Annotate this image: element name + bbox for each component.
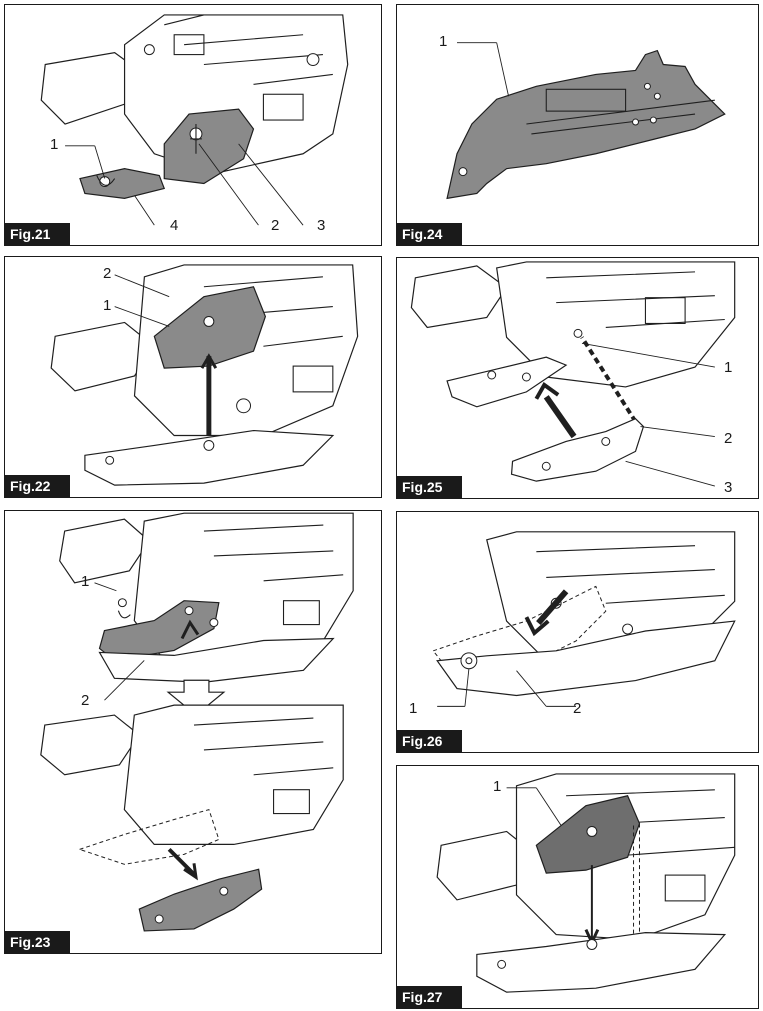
figure-27: 1 Fig.27 (396, 765, 759, 1009)
fig26-callout: 2 (573, 700, 582, 717)
figure-25: 1 2 3 Fig.25 (396, 257, 759, 499)
fig25-callout: 1 (724, 359, 733, 376)
figure-22: 2 1 Fig.22 (4, 256, 382, 498)
fig26-callout: 1 (409, 700, 418, 717)
fig26-label: Fig.26 (397, 730, 463, 752)
fig25-illustration (410, 261, 736, 487)
fig21-callout: 1 (50, 136, 59, 153)
fig24-callout: 1 (439, 33, 448, 50)
fig27-label: Fig.27 (397, 986, 463, 1008)
fig22-label: Fig.22 (5, 475, 71, 497)
fig22-illustration (50, 264, 359, 486)
fig27-illustration (436, 773, 736, 993)
fig23-illustration (40, 512, 354, 932)
fig23-callout: 1 (81, 573, 90, 590)
fig26-illustration (432, 531, 736, 707)
fig23-callout: 2 (81, 692, 90, 709)
figure-21: 1 4 2 3 Fig.21 (4, 4, 382, 246)
figure-24: 1 Fig.24 (396, 4, 759, 246)
figure-26: 1 2 Fig.26 (396, 511, 759, 753)
fig24-illustration (446, 42, 726, 200)
fig25-callout: 2 (724, 430, 733, 447)
fig21-callout: 4 (170, 217, 179, 234)
fig22-callout: 2 (103, 265, 112, 282)
fig25-callout: 3 (724, 479, 733, 496)
fig24-label: Fig.24 (397, 223, 463, 245)
fig21-callout: 2 (271, 217, 280, 234)
fig25-label: Fig.25 (397, 476, 463, 498)
fig23-label: Fig.23 (5, 931, 71, 953)
figure-23: 1 2 Fig.23 (4, 510, 382, 954)
fig22-callout: 1 (103, 297, 112, 314)
fig21-callout: 3 (317, 217, 326, 234)
fig21-label: Fig.21 (5, 223, 71, 245)
fig21-illustration (40, 14, 349, 226)
fig27-callout: 1 (493, 778, 502, 795)
